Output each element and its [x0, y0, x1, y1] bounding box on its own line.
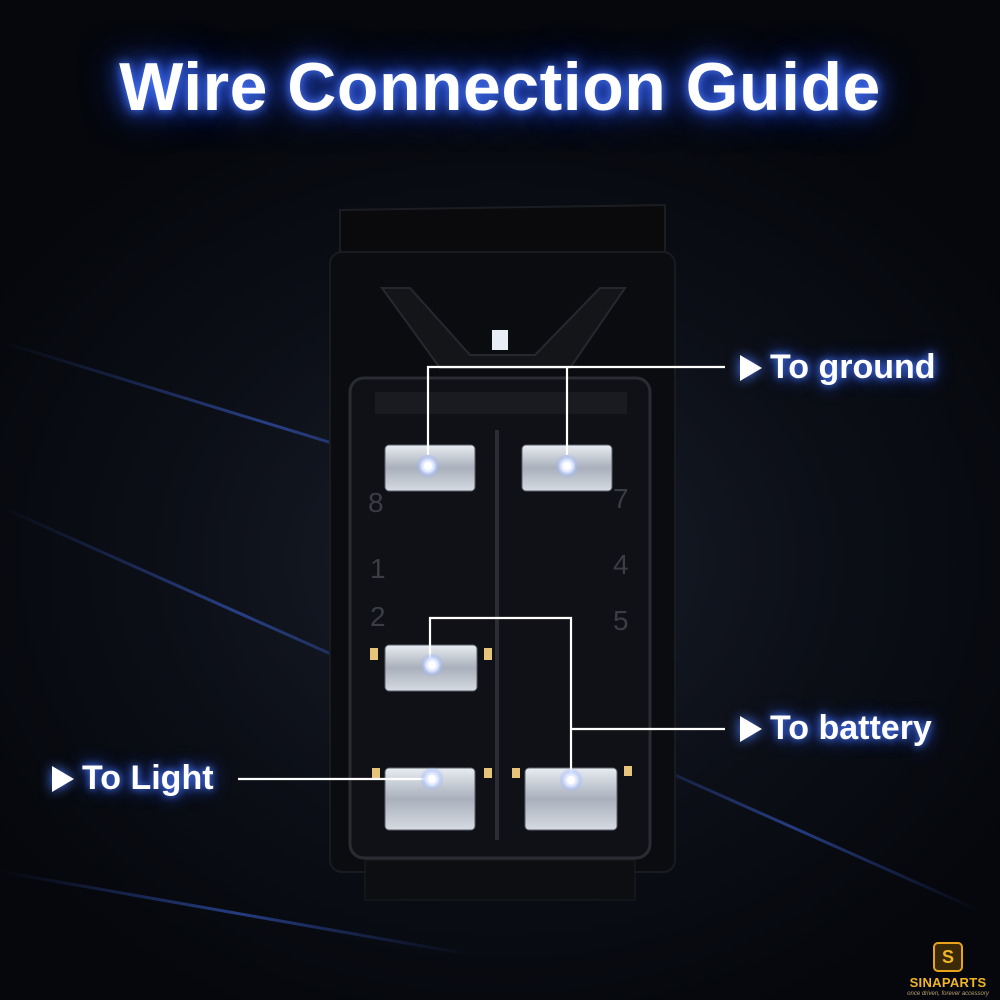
- pin-number-7: 7: [613, 483, 629, 514]
- pin-number-8: 8: [368, 487, 384, 518]
- pin-number-1: 1: [370, 553, 386, 584]
- connection-dots: [416, 454, 583, 792]
- wire-lines: [238, 365, 725, 781]
- led-dots: [370, 648, 632, 778]
- pin-numbers: 8 7 1 4 2 5: [368, 483, 629, 636]
- page-title: Wire Connection Guide: [119, 49, 881, 125]
- to-ground-label: To ground: [740, 348, 936, 387]
- to-light-label: To Light: [52, 759, 214, 798]
- to-light-text: To Light: [82, 759, 214, 797]
- battery-line-vertical: [428, 616, 573, 778]
- brand-tagline: once driven, forever accessory: [907, 991, 989, 997]
- brand-logo: S SINAPARTS once driven, forever accesso…: [902, 942, 994, 997]
- ground-line-left: [426, 365, 725, 455]
- pin-number-4: 4: [613, 549, 629, 580]
- pin-number-2: 2: [370, 601, 386, 632]
- play-arrow-icon: [740, 354, 762, 381]
- to-ground-text: To ground: [770, 348, 936, 386]
- brand-badge-icon: S: [933, 942, 963, 972]
- pin-number-5: 5: [613, 605, 629, 636]
- switch-body: [329, 203, 676, 901]
- to-battery-label: To battery: [740, 709, 932, 748]
- to-battery-text: To battery: [770, 709, 932, 747]
- brand-name: SINAPARTS: [909, 975, 987, 990]
- play-arrow-icon: [740, 715, 762, 742]
- play-arrow-icon: [52, 765, 74, 792]
